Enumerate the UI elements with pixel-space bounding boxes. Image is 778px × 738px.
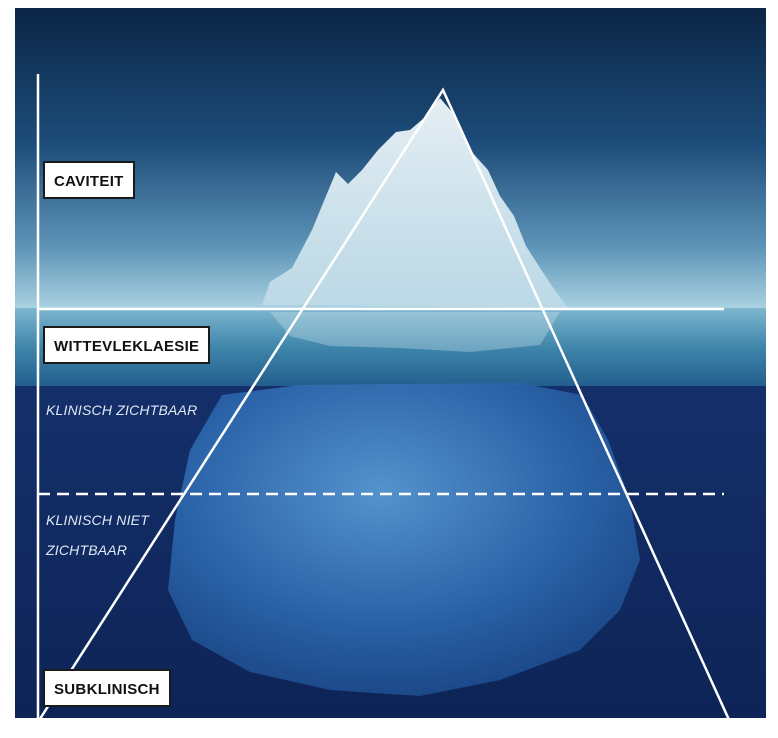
iceberg-underwater xyxy=(168,383,640,696)
label-subklinisch: SUBKLINISCH xyxy=(43,669,171,707)
iceberg-tip xyxy=(262,98,568,308)
label-wittevleklaesie: WITTEVLEKLAESIE xyxy=(43,326,211,364)
caption-klinisch-zichtbaar: KLINISCH ZICHTBAAR xyxy=(46,402,198,418)
caption-zichtbaar: ZICHTBAAR xyxy=(46,542,128,558)
iceberg-reflection xyxy=(270,312,560,352)
label-caviteit: CAVITEIT xyxy=(43,161,135,199)
pyramid-outline xyxy=(36,87,732,723)
caption-klinisch-niet: KLINISCH NIET xyxy=(46,512,149,528)
